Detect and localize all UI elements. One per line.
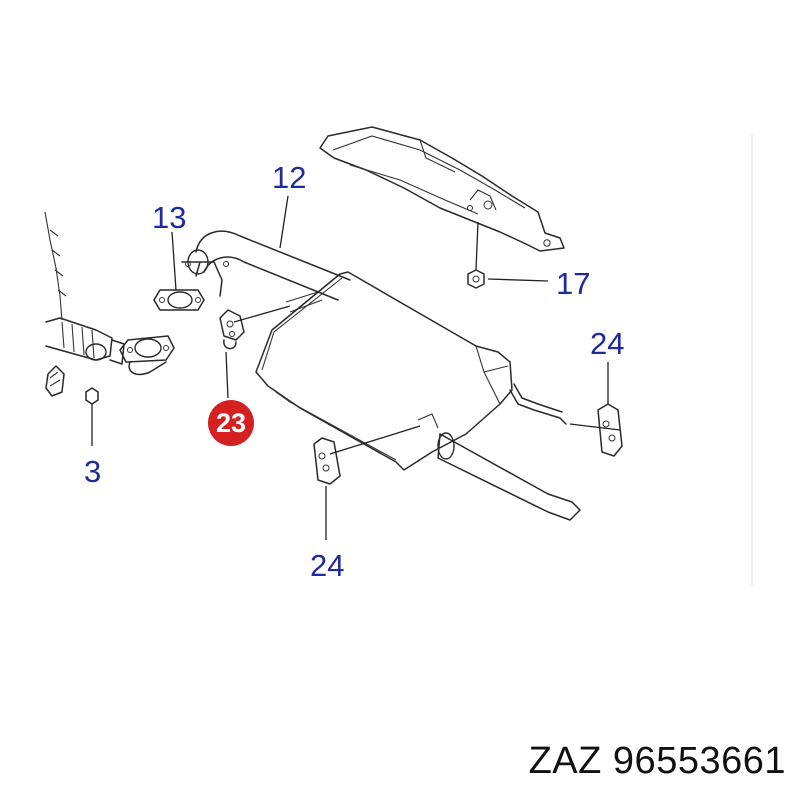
highlighted-callout-23: 23 [208, 400, 254, 446]
leader-lines [91, 195, 621, 540]
rubber-hanger-mount [219, 309, 245, 350]
part-number-caption: ZAZ 96553661 [528, 740, 786, 782]
highlighted-callout-label: 23 [215, 407, 247, 438]
callout-17: 17 [556, 266, 591, 301]
flange-gasket [119, 289, 205, 363]
rear-muffler [255, 271, 581, 521]
nut-3 [85, 387, 99, 405]
callout-24-right: 24 [590, 326, 625, 361]
callout-24-bottom: 24 [310, 548, 345, 583]
front-pipe-section [44, 211, 125, 397]
callout-13: 13 [152, 200, 187, 235]
callout-3: 3 [84, 454, 102, 489]
callout-12: 12 [272, 160, 307, 195]
nut-17 [467, 269, 485, 289]
heat-shield [319, 126, 565, 252]
rubber-hanger-bottom [313, 437, 341, 485]
